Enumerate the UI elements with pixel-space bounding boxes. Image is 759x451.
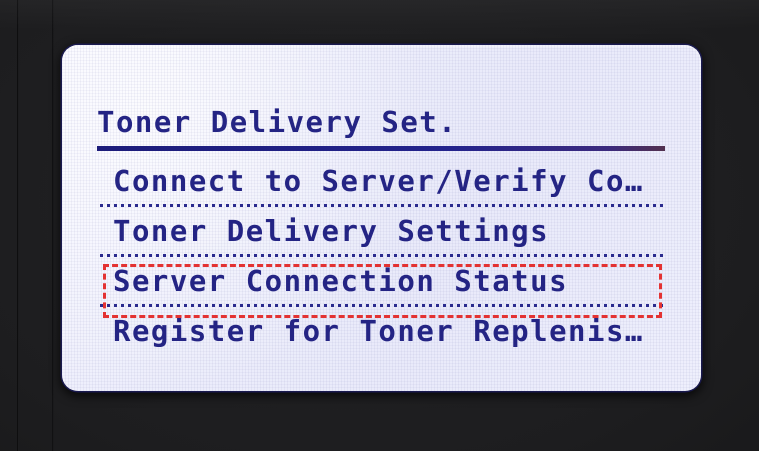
menu-item-register-for-toner-replenishment[interactable]: Register for Toner Replenis… (62, 307, 701, 357)
lcd-display-screen[interactable]: Toner Delivery Set. Connect to Server/Ve… (62, 45, 701, 391)
menu-separator (100, 304, 666, 307)
menu-item-label: Connect to Server/Verify Co… (113, 164, 644, 198)
title-underline-rule (97, 146, 665, 151)
menu-item-server-connection-status[interactable]: Server Connection Status (62, 257, 701, 307)
menu-item-label: Toner Delivery Settings (113, 214, 550, 248)
lcd-screen-content: Toner Delivery Set. Connect to Server/Ve… (62, 45, 701, 391)
screen-title: Toner Delivery Set. (97, 105, 458, 139)
menu-separator (100, 204, 666, 207)
menu-item-label: Register for Toner Replenis… (113, 314, 644, 348)
menu-separator (100, 254, 666, 257)
bezel-sheen (0, 0, 759, 30)
bezel-seam-outer (17, 0, 19, 451)
bezel-seam-inner (52, 0, 54, 451)
menu-item-connect-to-server[interactable]: Connect to Server/Verify Co… (62, 157, 701, 207)
menu-list: Connect to Server/Verify Co… Toner Deliv… (62, 157, 701, 357)
menu-item-toner-delivery-settings[interactable]: Toner Delivery Settings (62, 207, 701, 257)
menu-item-label: Server Connection Status (113, 264, 569, 298)
